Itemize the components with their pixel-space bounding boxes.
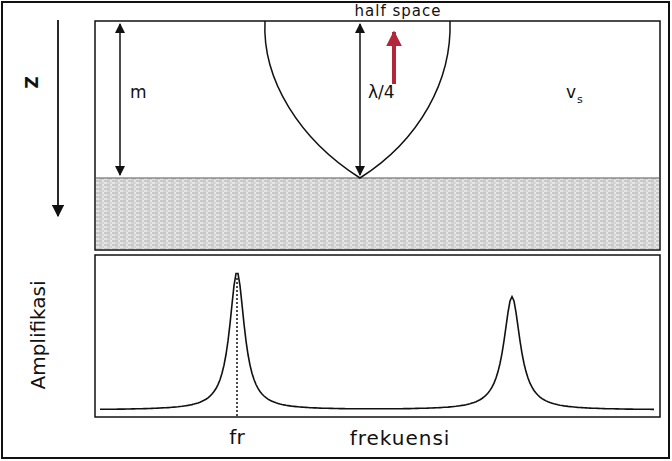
velocity-subscript: s bbox=[577, 94, 583, 105]
thickness-label: m bbox=[130, 84, 147, 101]
soil-panel bbox=[95, 21, 660, 250]
depth-axis-label: Z bbox=[21, 76, 38, 88]
amplification-curve bbox=[100, 274, 654, 410]
amplification-panel bbox=[95, 255, 660, 417]
velocity-label: v bbox=[566, 84, 576, 101]
axis-title: frekuensi bbox=[350, 428, 451, 448]
mode-shape-curve bbox=[265, 21, 450, 178]
layer-boundary bbox=[96, 178, 659, 179]
thickness-arrow bbox=[119, 24, 121, 175]
red-arrow bbox=[392, 32, 396, 84]
half-space-layer bbox=[96, 178, 659, 249]
resonance-line bbox=[236, 278, 238, 417]
depth-axis bbox=[57, 20, 59, 216]
wavelength-label: λ/4 bbox=[368, 84, 395, 101]
half-space-label: half space bbox=[355, 4, 442, 19]
resonance-frequency-label: fr bbox=[229, 427, 244, 447]
axis-title: Amplifikasi bbox=[28, 280, 48, 389]
quarter-wave-arrow bbox=[359, 24, 361, 175]
